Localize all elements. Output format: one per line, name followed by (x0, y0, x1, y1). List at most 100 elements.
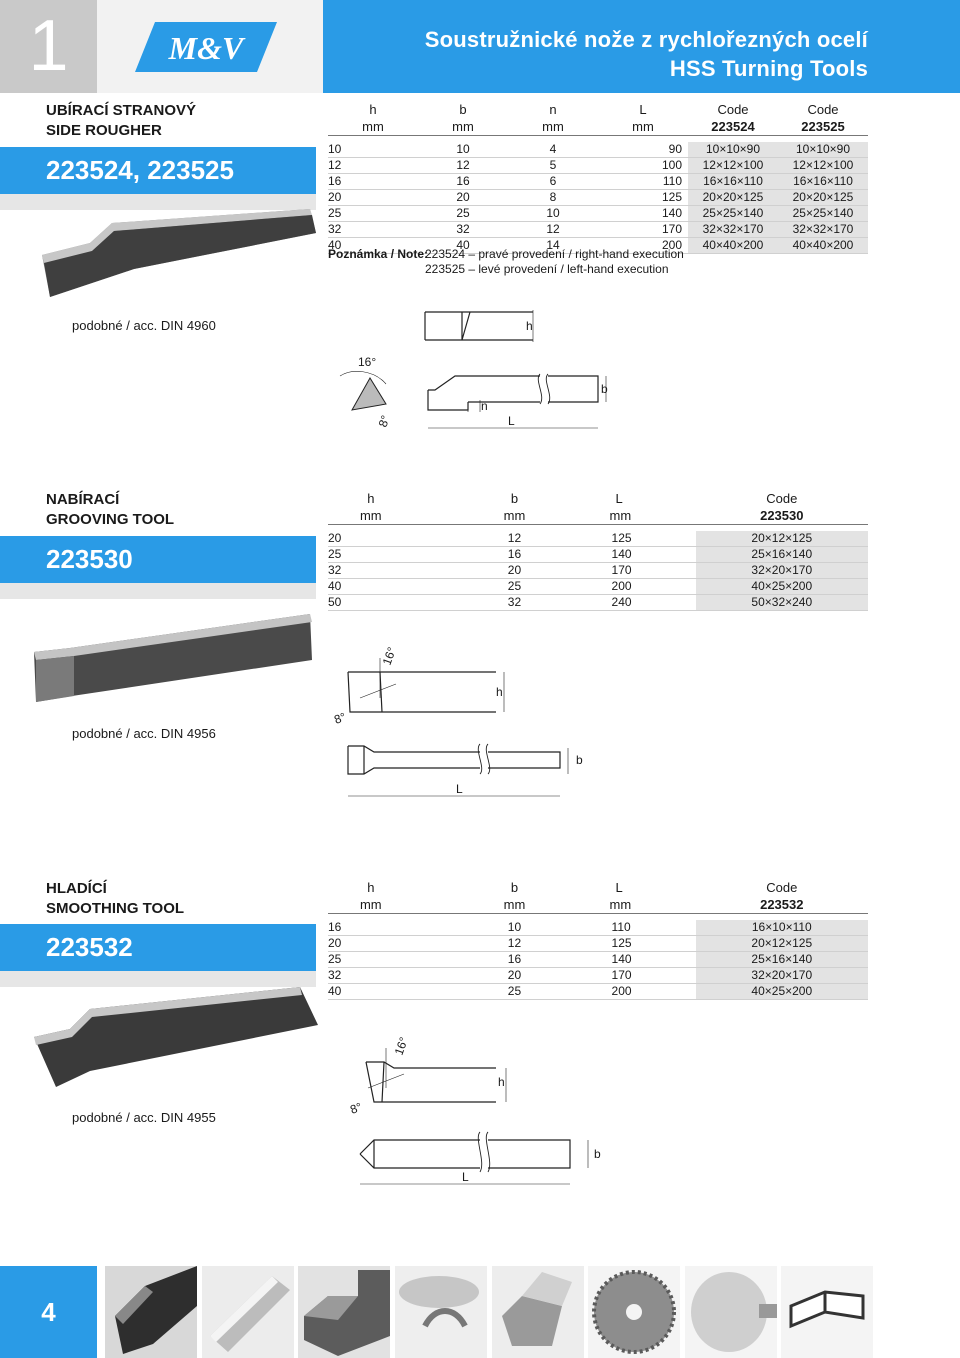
table-cell: 25×25×140 (688, 205, 778, 222)
table-cell: 16×16×110 (778, 173, 868, 190)
page-title-en: HSS Turning Tools (669, 56, 868, 81)
dim-L: L (456, 782, 463, 796)
unit-h: mm (328, 118, 418, 136)
col-h: h (367, 880, 375, 895)
col-code: Code (766, 491, 798, 506)
col-b: b (459, 102, 467, 117)
table-cell: 25×16×140 (695, 546, 868, 563)
table-cell: 16 (413, 951, 526, 968)
unit-code-2: 223525 (778, 118, 868, 136)
table-cell: 20 (328, 531, 414, 547)
table-cell: 50×32×240 (695, 594, 868, 611)
table-cell: 12 (328, 157, 418, 174)
table-cell (525, 935, 610, 952)
table-cell: 25×25×140 (778, 205, 868, 222)
dim-b: b (601, 382, 608, 396)
table-cell: 20 (413, 562, 526, 579)
table-cell (525, 951, 610, 968)
turning-tool-icon[interactable] (105, 1266, 197, 1358)
unit-b: mm (413, 896, 526, 914)
col-b: b (510, 880, 519, 895)
unit-L: mm (598, 118, 688, 136)
col-code: Code (766, 880, 798, 895)
table-cell: 25 (413, 983, 526, 1000)
table-cell: 40×40×200 (778, 237, 868, 254)
col-L: L (615, 491, 623, 506)
table-cell: 20 (328, 935, 414, 952)
col-L: L (639, 102, 647, 117)
table-cell: 14 (508, 237, 598, 254)
grinding-wheel-icon[interactable] (685, 1266, 777, 1358)
dim-n: n (481, 399, 488, 413)
table-cell: 10 (328, 142, 418, 158)
dim-angle-8: 8° (348, 1100, 364, 1117)
table-cell: 125 (609, 935, 696, 952)
book-icon[interactable] (781, 1266, 873, 1358)
table-cell: 32 (413, 594, 526, 611)
table-cell: 16 (328, 920, 414, 936)
table-cell: 16 (328, 173, 418, 190)
section-3-code-bar (0, 924, 316, 971)
chapter-box (0, 0, 97, 93)
table-cell: 16×10×110 (695, 920, 868, 936)
section-2-name-cz: NABÍRACÍ (46, 491, 120, 508)
unit-h: mm (328, 507, 414, 525)
table-cell: 32 (328, 221, 418, 238)
countersink-icon[interactable] (395, 1266, 487, 1358)
table-cell: 20 (413, 967, 526, 984)
unit-h: mm (328, 896, 414, 914)
logo-text: M&V (168, 30, 246, 66)
saw-blade-icon[interactable] (588, 1266, 680, 1358)
dim-angle-8: 8° (376, 413, 393, 429)
table-cell: 200 (609, 983, 696, 1000)
section-2-codes: 223530 (46, 544, 133, 574)
table-cell: 170 (609, 967, 696, 984)
table-cell: 16 (413, 546, 526, 563)
table-cell: 20 (418, 189, 508, 206)
section-2-code-bar (0, 536, 316, 583)
table-cell: 10×10×90 (688, 142, 778, 158)
table-cell: 6 (508, 173, 598, 190)
table-cell: 40×40×200 (688, 237, 778, 254)
table-cell (525, 967, 610, 984)
table-cell: 10 (508, 205, 598, 222)
section-1-table: h b n L Code Code mm mm mm mm 223524 223… (328, 101, 868, 254)
table-cell: 32 (418, 221, 508, 238)
table-cell (525, 920, 610, 936)
drill-bit-icon[interactable] (202, 1266, 294, 1358)
table-cell: 25×16×140 (695, 951, 868, 968)
col-h: h (369, 102, 377, 117)
table-header-row: h b L Code (328, 490, 868, 507)
section-1-din: podobné / acc. DIN 4960 (72, 318, 216, 333)
dim-L: L (462, 1170, 469, 1184)
reamer-icon[interactable] (492, 1266, 584, 1358)
table-cell: 20×20×125 (688, 189, 778, 206)
unit-b: mm (413, 507, 526, 525)
grooving-tool-photo (34, 614, 312, 702)
table-cell: 25 (328, 951, 414, 968)
table-cell: 40 (328, 237, 418, 254)
table-cell: 12 (413, 531, 526, 547)
table-cell: 10 (418, 142, 508, 158)
section-3-label: HLADÍCÍ SMOOTHING TOOL (46, 879, 184, 919)
side-rougher-diagram: h b n L 16° 8° (339, 310, 608, 429)
dim-L: L (508, 414, 515, 428)
table-unit-row: mm mm mm mm 223524 223525 (328, 118, 868, 136)
milling-cutter-icon[interactable] (298, 1266, 390, 1358)
table-cell: 170 (609, 562, 696, 579)
table-cell: 140 (609, 546, 696, 563)
unit-L: mm (609, 507, 696, 525)
table-cell: 40×25×200 (695, 983, 868, 1000)
section-2-din: podobné / acc. DIN 4956 (72, 726, 216, 741)
table-cell: 4 (508, 142, 598, 158)
